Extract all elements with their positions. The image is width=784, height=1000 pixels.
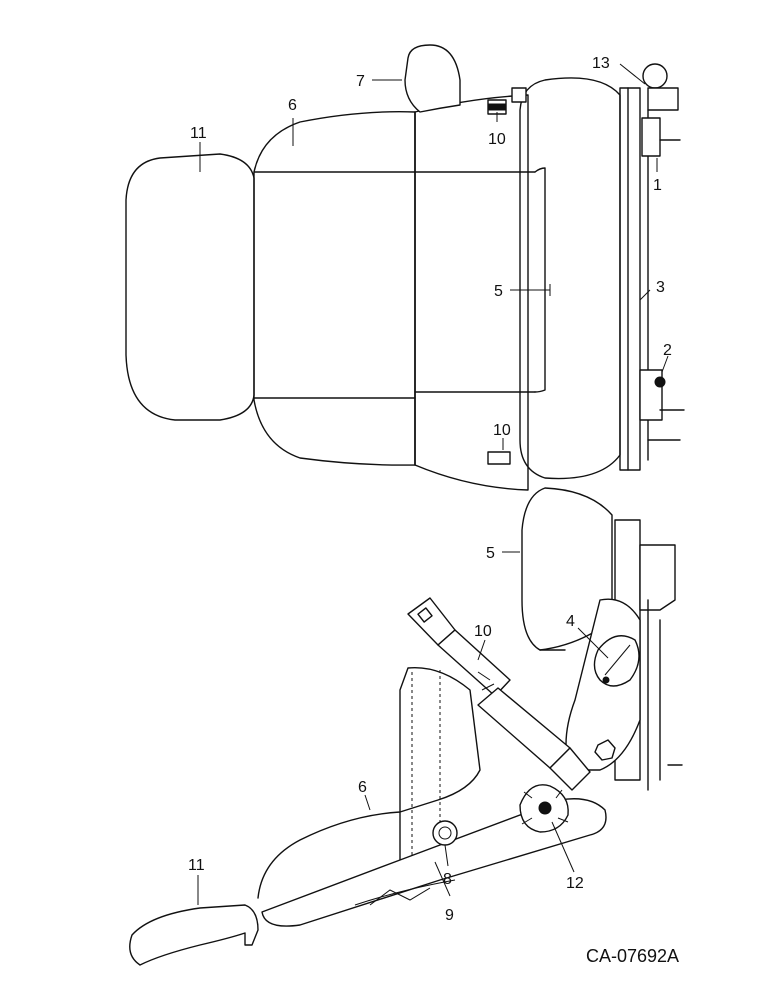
callout-12: 12 bbox=[566, 875, 584, 892]
front-cushion-roll-top bbox=[519, 77, 621, 480]
callout-6-side: 6 bbox=[358, 779, 367, 796]
drawing-code: CA-07692A bbox=[586, 946, 679, 966]
callout-3: 3 bbox=[656, 279, 665, 296]
callout-10-top-a: 10 bbox=[488, 131, 506, 148]
belt-anchor-top-b bbox=[487, 451, 511, 465]
headrest-cushion-top bbox=[125, 153, 255, 421]
seat-side-view bbox=[129, 487, 683, 966]
adjust-knob-top bbox=[642, 63, 668, 89]
callout-11-top: 11 bbox=[190, 125, 207, 142]
callout-4: 4 bbox=[566, 613, 575, 630]
base-plate-top bbox=[619, 87, 641, 471]
seat-back-side bbox=[257, 666, 481, 899]
callout-10-top-b: 10 bbox=[493, 422, 511, 439]
seat-back-cushion-top bbox=[253, 111, 416, 466]
seat-front-view bbox=[125, 44, 685, 491]
callout-2: 2 bbox=[663, 342, 672, 359]
callout-9: 9 bbox=[445, 907, 454, 924]
callout-10-side: 10 bbox=[474, 623, 492, 640]
callout-7: 7 bbox=[356, 73, 365, 90]
recline-knob bbox=[432, 820, 458, 846]
callout-1: 1 bbox=[653, 177, 662, 194]
headrest-side bbox=[129, 904, 259, 966]
seat-belt-strap bbox=[437, 629, 511, 697]
leader-lines bbox=[197, 63, 669, 905]
callout-8: 8 bbox=[443, 871, 452, 888]
back-frame bbox=[261, 798, 607, 927]
headrest-top bbox=[404, 44, 461, 113]
callout-6-top: 6 bbox=[288, 97, 297, 114]
callout-11-side: 11 bbox=[188, 857, 205, 874]
seat-cushion-top bbox=[414, 94, 529, 491]
callout-5-side: 5 bbox=[486, 545, 495, 562]
callouts: 11 6 7 10 13 1 5 3 2 10 5 4 10 6 8 9 12 … bbox=[188, 55, 672, 924]
callout-5-top: 5 bbox=[494, 283, 503, 300]
callout-13: 13 bbox=[592, 55, 610, 72]
